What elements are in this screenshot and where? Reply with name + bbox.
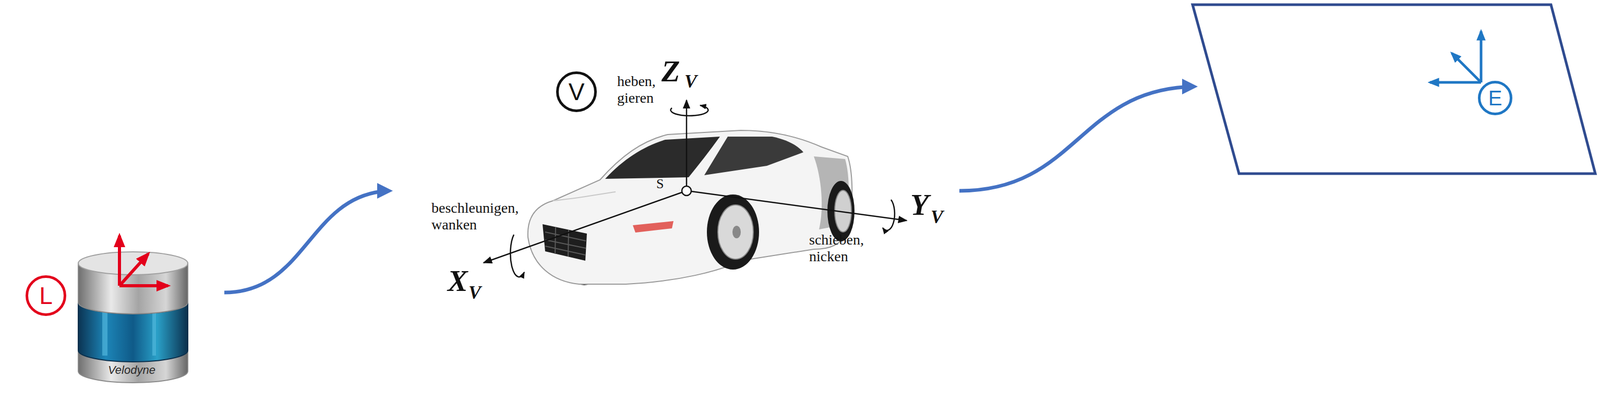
- frame-badge: V: [556, 71, 597, 113]
- flow-arrow-line: [66, 101, 559, 296]
- frame-badge: L: [25, 275, 67, 317]
- car-side-window: [704, 136, 804, 176]
- axis-line: [686, 100, 688, 187]
- motion-label: heben, gieren: [617, 73, 656, 107]
- car-rim: [717, 205, 754, 260]
- car-hood-line: [552, 191, 616, 201]
- car-grille-mesh: [545, 227, 586, 257]
- frame-axis: [1429, 81, 1482, 84]
- car-wheel: [706, 194, 760, 270]
- axis-subscript: V: [684, 71, 697, 91]
- frame-axis: [1480, 31, 1483, 83]
- vehicle-axes: [483, 100, 907, 278]
- car-grille: [542, 224, 587, 261]
- plane-outline-layer: [1191, 3, 1597, 176]
- frame-letter: L: [39, 283, 53, 308]
- brand-name: Velodyne: [107, 364, 156, 377]
- plane-frame: E: [1191, 3, 1597, 176]
- lidar-highlight: [152, 311, 156, 356]
- axis-line: [691, 191, 907, 221]
- rotation-arrow: [510, 234, 525, 278]
- point-name: S: [656, 177, 664, 191]
- car-body: [527, 130, 852, 285]
- arrow-head: [1182, 78, 1198, 95]
- axis-name: Y: [910, 189, 929, 221]
- lidar-axis: [117, 235, 122, 286]
- lidar-axis: [119, 284, 168, 288]
- rotation-arrow: [882, 199, 895, 231]
- frame-axis: [1451, 53, 1482, 83]
- frame-letter: V: [568, 79, 585, 104]
- axis-subscript: V: [930, 207, 944, 227]
- frame-letter: E: [1477, 80, 1513, 116]
- car-headlight: [632, 221, 674, 233]
- arrow-head: [377, 183, 393, 199]
- lidar-axis: [119, 254, 149, 286]
- axis-subscript: V: [468, 283, 481, 303]
- lidar-sensor: [78, 235, 188, 383]
- rotation-arrow: [670, 105, 708, 116]
- car-hub: [732, 225, 741, 239]
- car-illustration: [527, 130, 855, 286]
- plane-outline: [1192, 4, 1596, 174]
- car-windshield: [605, 136, 720, 179]
- motion-label: beschleunigen, wanken: [431, 199, 519, 234]
- center-of-gravity: [681, 186, 692, 196]
- flow-arrow-line: [596, 86, 1214, 191]
- lidar-highlight: [102, 310, 108, 356]
- axis-name: Z: [661, 56, 680, 87]
- flow-arrow: [66, 101, 559, 296]
- axis-name: X: [447, 266, 468, 297]
- motion-label: schieben, nicken: [809, 231, 864, 266]
